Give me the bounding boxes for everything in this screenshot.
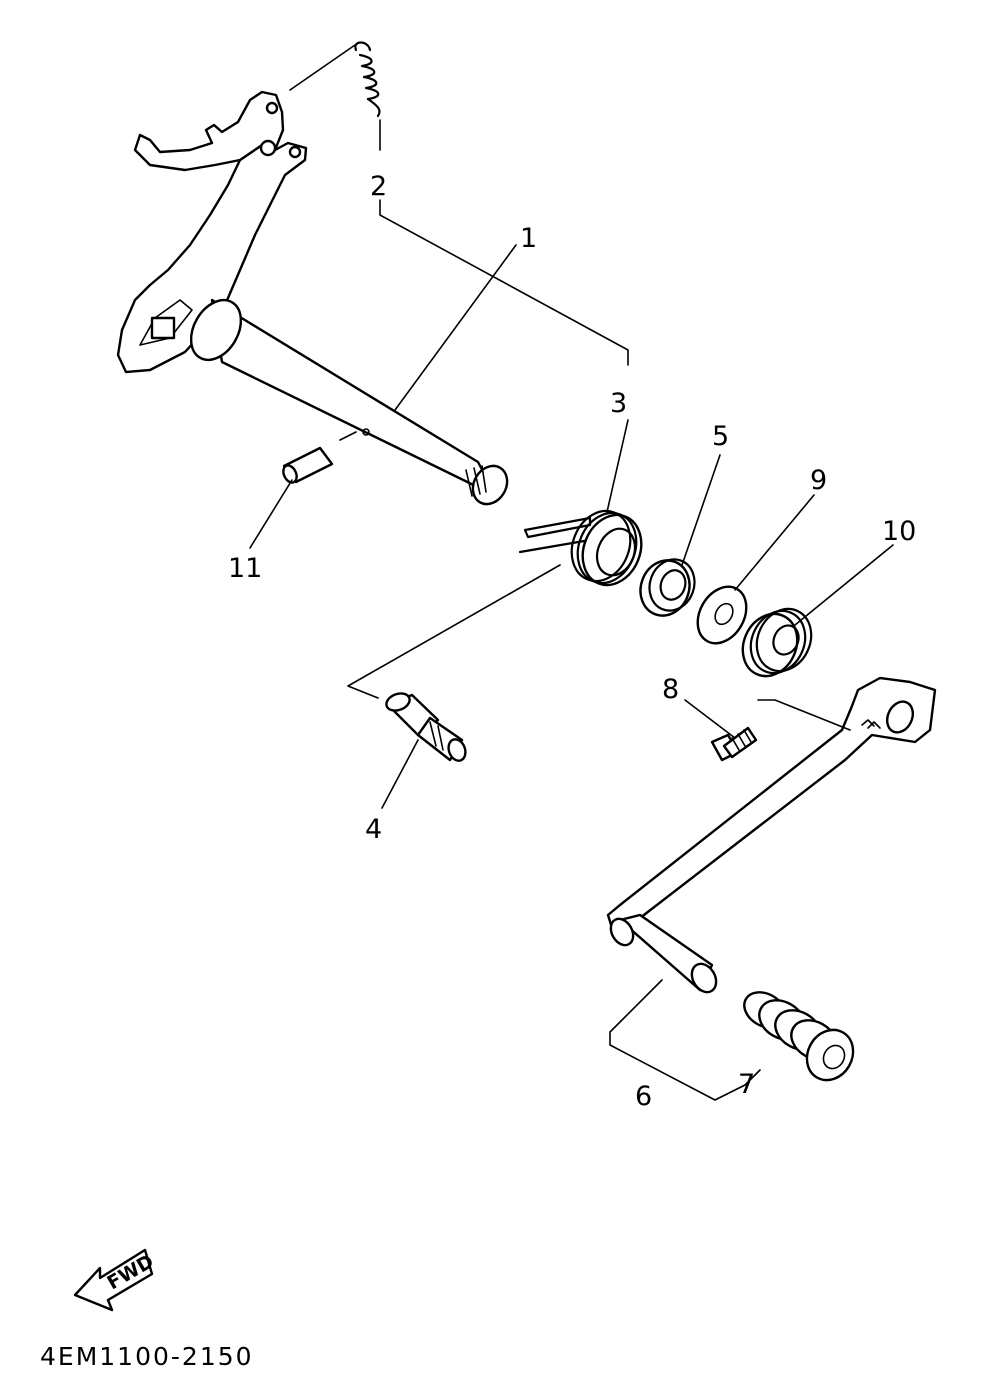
label-part-1: 1	[520, 223, 537, 254]
drawing-code: 4EM1100-2150	[40, 1342, 254, 1371]
torsion-spring-part	[518, 509, 643, 587]
tension-spring-part	[354, 41, 381, 118]
label-part-9: 9	[810, 465, 827, 496]
label-part-7: 7	[738, 1069, 755, 1100]
label-part-6: 6	[635, 1081, 652, 1112]
forward-arrow-icon: FWD	[73, 1248, 158, 1312]
label-part-8: 8	[662, 674, 679, 705]
part-number-labels: 1 2 3 4 5 6 7 8 9 10 11	[228, 171, 916, 1112]
stopper-bolt-part	[385, 692, 467, 762]
collar-part	[741, 607, 813, 678]
oil-seal-part	[639, 558, 696, 617]
leader-lines	[249, 44, 894, 1101]
bolt-part	[710, 726, 758, 762]
shift-shaft-part	[116, 90, 509, 506]
label-part-4: 4	[365, 814, 382, 845]
pedal-rubber-part	[743, 991, 855, 1082]
label-part-11: 11	[228, 553, 262, 584]
label-part-3: 3	[610, 388, 627, 419]
label-part-5: 5	[712, 421, 729, 452]
label-part-2: 2	[370, 171, 387, 202]
shift-pedal-part	[606, 676, 937, 994]
washer-part	[696, 585, 748, 645]
label-part-10: 10	[882, 516, 916, 547]
dowel-pin-part	[282, 446, 334, 484]
